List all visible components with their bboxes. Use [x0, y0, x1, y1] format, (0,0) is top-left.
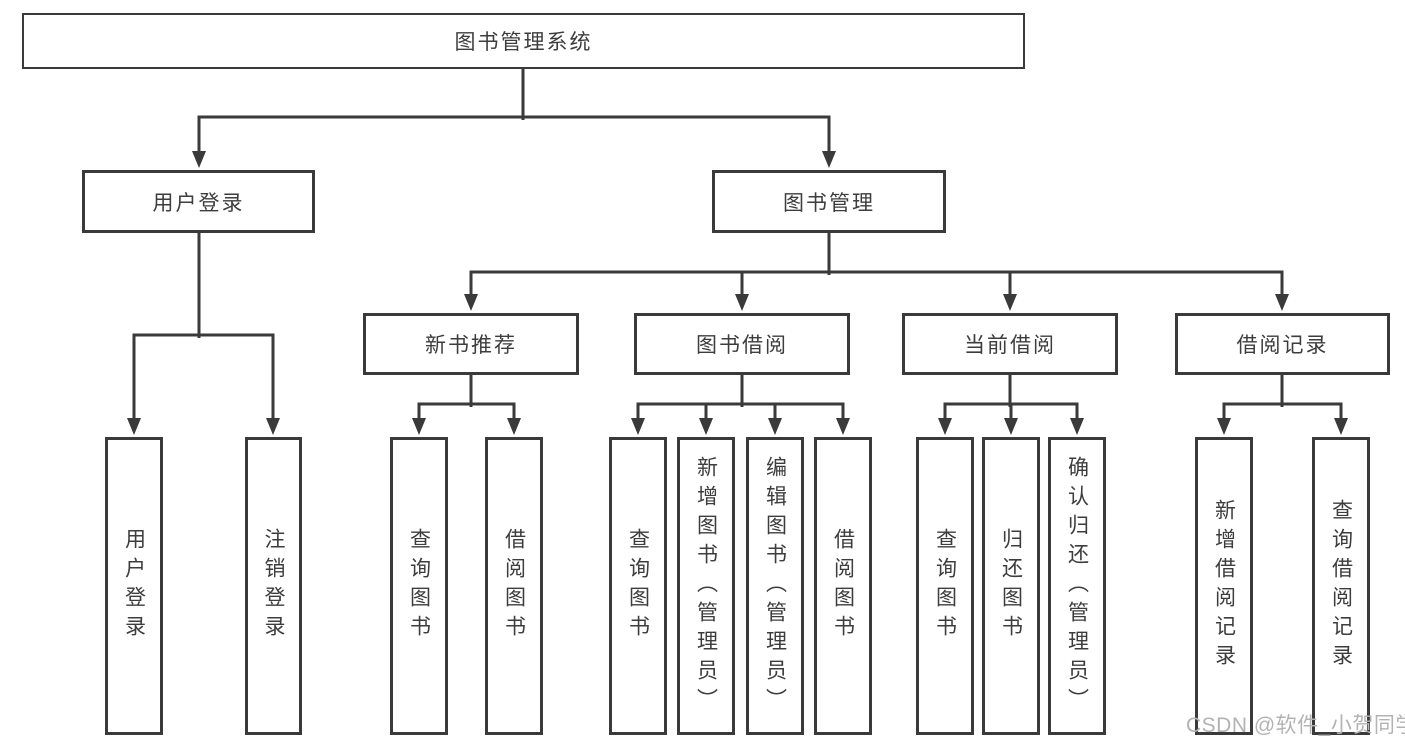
node-leaf-query-borrow-record: 查询借阅记录 [1312, 437, 1370, 735]
node-leaf-logout: 注销登录 [245, 437, 302, 735]
arrow-down-icon [507, 418, 521, 435]
connector-line [943, 373, 1079, 424]
arrow-down-icon [938, 418, 952, 435]
node-root-label: 图书管理系统 [454, 31, 593, 54]
arrow-down-icon [1275, 294, 1289, 311]
arrow-down-icon [1003, 294, 1017, 311]
arrow-down-icon [412, 418, 426, 435]
node-new-books-label: 新书推荐 [425, 334, 517, 357]
node-leaf-label: 归还图书 [999, 528, 1023, 644]
connector-line [469, 231, 1284, 300]
node-leaf-label: 用户登录 [122, 528, 146, 644]
arrow-down-icon [464, 294, 478, 311]
node-current-borrow-label: 当前借阅 [964, 334, 1056, 357]
connector-root-to-level2 [192, 67, 836, 168]
node-book-borrow: 图书借阅 [634, 313, 850, 375]
connector-line [636, 373, 845, 424]
node-user-login: 用户登录 [82, 170, 315, 233]
node-leaf-user-login: 用户登录 [105, 437, 163, 735]
connector-line [197, 67, 831, 157]
arrow-down-icon [836, 418, 850, 435]
connector-user-login-children [127, 231, 280, 435]
node-leaf-return-books: 归还图书 [982, 437, 1040, 735]
arrow-down-icon [768, 418, 782, 435]
node-borrow-records: 借阅记录 [1175, 313, 1390, 375]
connector-book-borrow-children [631, 373, 850, 435]
node-user-login-label: 用户登录 [152, 191, 245, 215]
node-leaf-label: 借阅图书 [502, 528, 526, 644]
node-leaf-label: 查询图书 [407, 528, 431, 644]
connector-current-borrow-children [938, 373, 1084, 435]
connector-book-mgmt-to-level3 [464, 231, 1289, 311]
arrow-down-icon [192, 151, 206, 168]
node-leaf-label: 新增借阅记录 [1212, 499, 1236, 673]
arrow-down-icon [127, 418, 141, 435]
node-current-borrow: 当前借阅 [902, 313, 1118, 375]
connector-borrow-records-children [1217, 373, 1348, 435]
watermark: CSDN @软件_小贺同学 [1186, 714, 1405, 737]
node-book-mgmt: 图书管理 [712, 170, 946, 233]
connector-line [417, 373, 516, 424]
arrow-down-icon [735, 294, 749, 311]
node-leaf-label: 确认归还（管理员） [1065, 455, 1089, 717]
arrow-down-icon [1334, 418, 1348, 435]
node-leaf-add-books: 新增图书（管理员） [677, 437, 735, 735]
node-leaf-label: 新增图书（管理员） [694, 455, 718, 717]
node-leaf-label: 注销登录 [262, 528, 285, 644]
node-leaf-label: 借阅图书 [831, 528, 855, 644]
arrow-down-icon [699, 418, 713, 435]
connector-line [132, 231, 275, 424]
node-book-borrow-label: 图书借阅 [696, 334, 788, 357]
node-root: 图书管理系统 [22, 13, 1025, 69]
node-leaf-query-books-3: 查询图书 [916, 437, 974, 735]
arrow-down-icon [631, 418, 645, 435]
node-book-mgmt-label: 图书管理 [783, 191, 875, 215]
node-leaf-query-books-1: 查询图书 [390, 437, 448, 735]
connector-line [1222, 373, 1343, 424]
node-leaf-confirm-return: 确认归还（管理员） [1048, 437, 1106, 735]
node-leaf-label: 查询借阅记录 [1329, 499, 1353, 673]
node-borrow-records-label: 借阅记录 [1236, 334, 1329, 357]
arrow-down-icon [822, 151, 836, 168]
node-leaf-edit-books: 编辑图书（管理员） [746, 437, 804, 735]
node-leaf-label: 查询图书 [626, 528, 650, 644]
node-new-books: 新书推荐 [363, 313, 579, 375]
node-leaf-label: 查询图书 [933, 528, 957, 644]
arrow-down-icon [1217, 418, 1231, 435]
node-leaf-label: 编辑图书（管理员） [763, 455, 787, 717]
arrow-down-icon [1004, 418, 1018, 435]
node-leaf-borrow-books-2: 借阅图书 [814, 437, 872, 735]
node-leaf-borrow-books-1: 借阅图书 [485, 437, 543, 735]
node-leaf-query-books-2: 查询图书 [609, 437, 667, 735]
arrow-down-icon [1070, 418, 1084, 435]
arrow-down-icon [266, 418, 280, 435]
connector-new-books-children [412, 373, 521, 435]
node-leaf-add-borrow-record: 新增借阅记录 [1195, 437, 1253, 735]
